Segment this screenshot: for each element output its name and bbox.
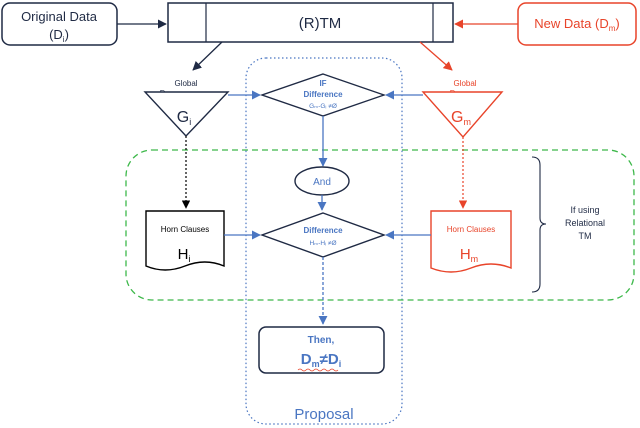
then-label: Then, xyxy=(308,335,335,346)
horn-right-label: Horn Clauses xyxy=(447,225,495,234)
horn-left-symbol: Hi xyxy=(178,246,191,264)
arrow-tm-to-global-right xyxy=(419,41,453,71)
global-left-triangle xyxy=(143,91,230,138)
horn-right-document xyxy=(430,210,512,273)
difference-diamond xyxy=(259,212,387,258)
global-left-symbol: Gi xyxy=(177,109,191,127)
difference-diamond-line1: Difference xyxy=(303,226,343,235)
difference-diamond-formula: Hₘ-Hᵢ ≠Ø xyxy=(309,240,336,247)
if-diamond-formula: Gₘ-Gᵢ ≠Ø xyxy=(309,103,337,110)
if-using-line1: If using xyxy=(570,205,599,215)
tm-box xyxy=(167,2,454,43)
global-right-label-1: Global xyxy=(453,79,476,88)
horn-right-symbol: Hm xyxy=(460,246,478,264)
tm-label: (R)TM xyxy=(299,15,341,32)
horn-left-label: Horn Clauses xyxy=(161,225,209,234)
horn-left-document xyxy=(145,210,225,271)
and-label: And xyxy=(313,177,331,188)
new-data-label: New Data (Dm) xyxy=(534,16,619,33)
proposal-label: Proposal xyxy=(294,406,353,423)
then-box xyxy=(258,326,385,374)
if-diamond-line2: Difference xyxy=(303,90,343,99)
original-data-symbol: (Di) xyxy=(49,27,69,44)
global-right-triangle xyxy=(421,91,504,139)
then-squiggle xyxy=(297,368,339,372)
if-diamond-line1: IF xyxy=(319,79,326,88)
relational-tm-region xyxy=(125,149,635,301)
global-right-symbol: Gm xyxy=(451,109,471,127)
arrow-tm-to-global-left xyxy=(192,41,223,71)
then-conclusion: Dm≠Di xyxy=(301,351,341,369)
if-using-line3: TM xyxy=(579,231,592,241)
global-left-label-1: Global xyxy=(174,79,197,88)
relational-tm-bracket xyxy=(531,156,547,293)
if-using-line2: Relational xyxy=(565,218,605,228)
original-data-label: Original Data xyxy=(21,9,98,24)
